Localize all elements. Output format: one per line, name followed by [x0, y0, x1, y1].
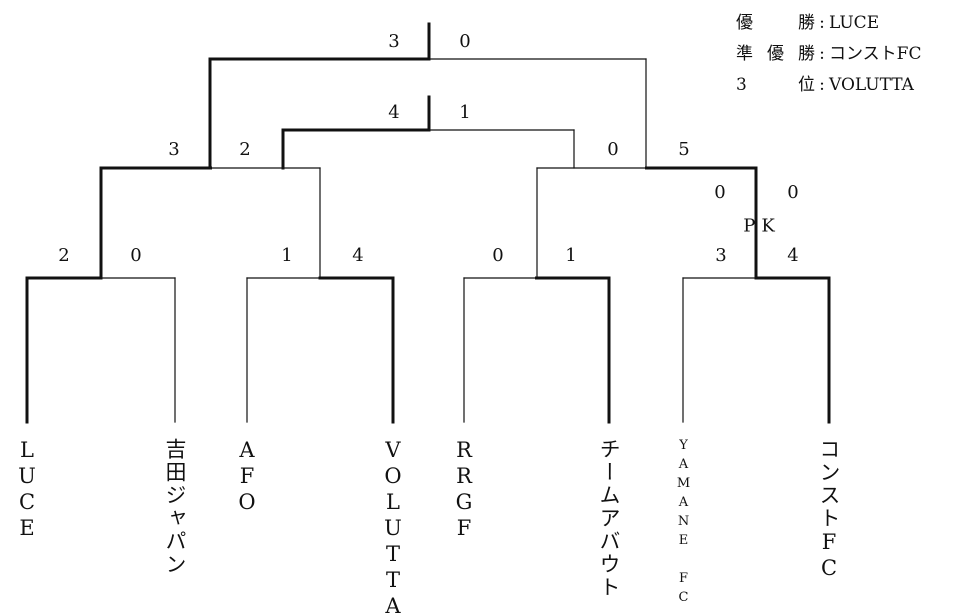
r1-match2-right-score: 4 [352, 245, 364, 266]
team-name-volutta: VOLUTTA [381, 438, 405, 613]
result-label-third: 3位 [736, 75, 815, 95]
pk-right-score: 0 [787, 182, 799, 203]
r1-match3-left-score: 0 [492, 245, 504, 266]
final-left-score: 3 [388, 31, 400, 52]
final-right-score: 0 [459, 31, 471, 52]
team-name-team-about: チームアバウト [597, 438, 621, 599]
third-place-left-score: 4 [388, 102, 400, 123]
result-colon: : [819, 13, 825, 33]
team-name-rrgf: RRGF [452, 438, 476, 542]
r1-match1-left-score: 2 [58, 245, 70, 266]
pk-label: PK [743, 215, 781, 237]
result-label-runner-up: 準優勝 [736, 44, 815, 64]
result-value-champion: LUCE [829, 13, 880, 33]
sf2-left-score: 0 [607, 139, 619, 160]
team-name-luce: LUCE [15, 438, 39, 542]
result-row-champion: 優勝:LUCE [736, 8, 921, 39]
r1-match4-right-score: 4 [787, 245, 799, 266]
team-name-const-fc: コンストFC [817, 438, 841, 582]
sf1-right-score: 2 [239, 139, 251, 160]
result-row-runner-up: 準優勝:コンストFC [736, 39, 921, 70]
r1-match3-right-score: 1 [565, 245, 577, 266]
result-colon: : [819, 44, 825, 64]
team-name-afo: AFO [235, 438, 259, 516]
r1-match4-left-score: 3 [715, 245, 727, 266]
team-name-yoshida-japan: 吉田ジャパン [163, 438, 187, 576]
result-value-third: VOLUTTA [829, 75, 914, 95]
team-name-yamane-fc: YAMANE FC [676, 438, 691, 609]
third-place-right-score: 1 [459, 102, 471, 123]
result-label-champion: 優勝 [736, 13, 815, 33]
pk-left-score: 0 [714, 182, 726, 203]
result-row-third: 3位:VOLUTTA [736, 70, 921, 101]
sf1-left-score: 3 [168, 139, 180, 160]
r1-match1-right-score: 0 [130, 245, 142, 266]
result-colon: : [819, 75, 825, 95]
sf2-right-score: 5 [678, 139, 690, 160]
results-legend: 優勝:LUCE 準優勝:コンストFC 3位:VOLUTTA [736, 8, 921, 101]
result-value-runner-up: コンストFC [829, 44, 922, 64]
r1-match2-left-score: 1 [281, 245, 293, 266]
